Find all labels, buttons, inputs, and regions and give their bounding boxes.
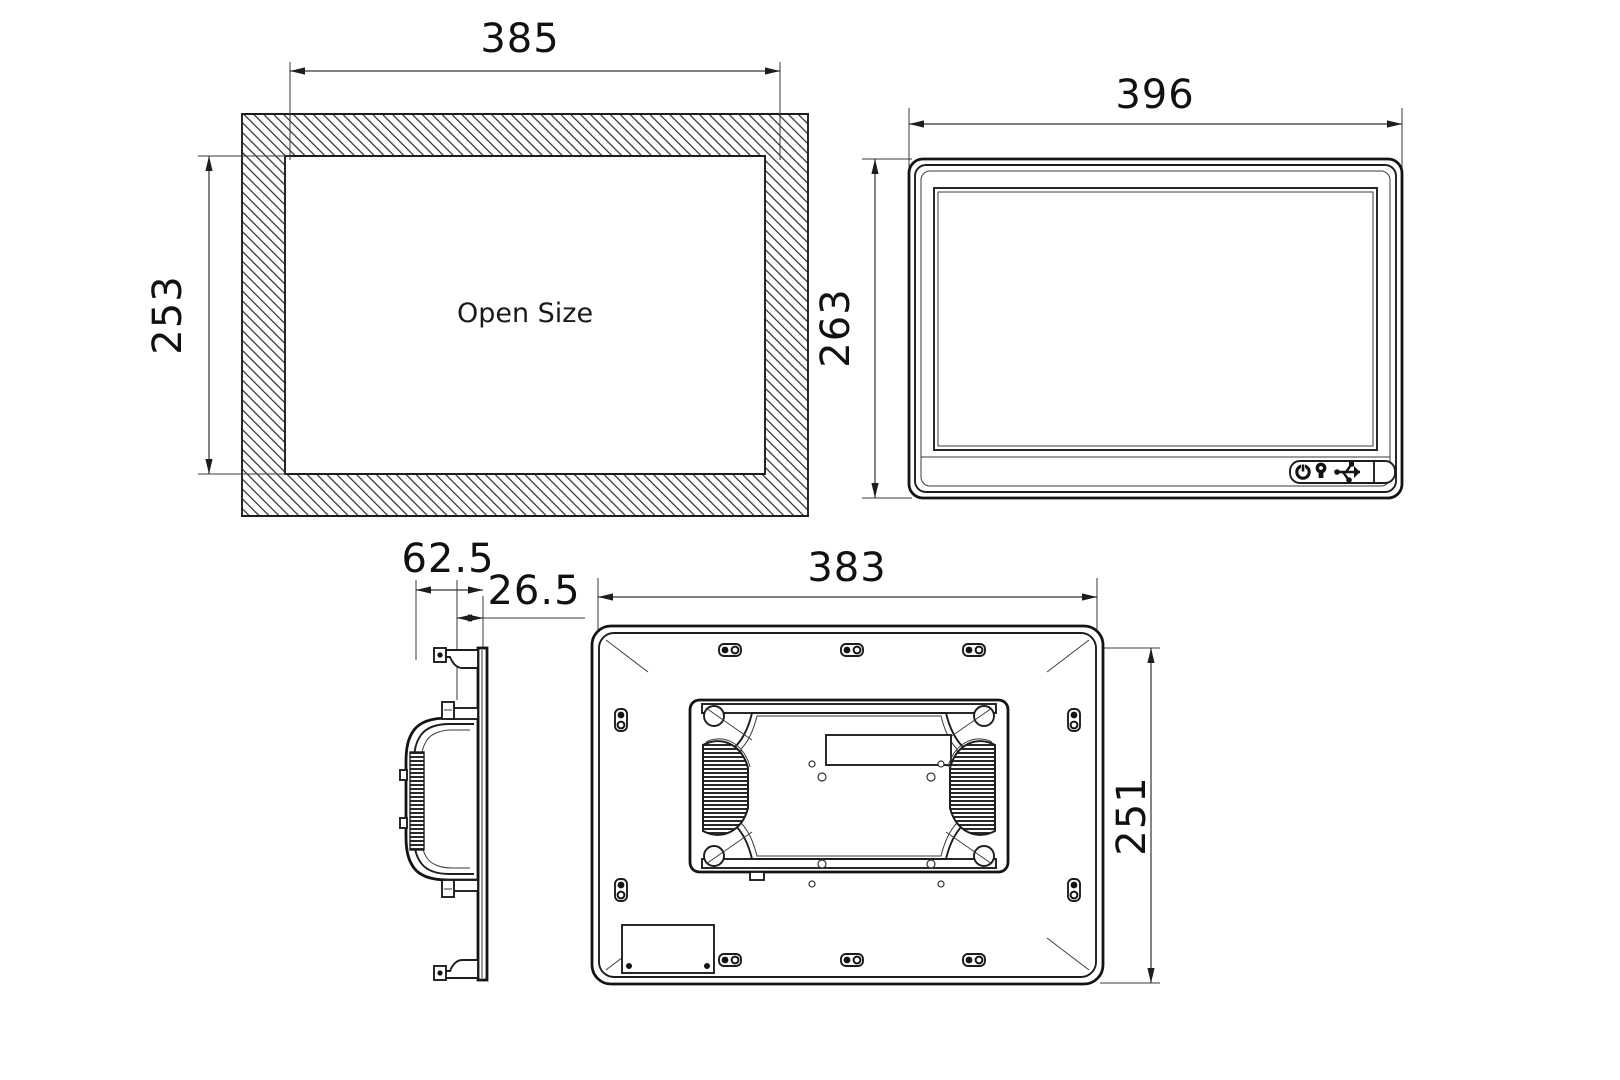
rear-view: 383 251 — [590, 545, 1160, 986]
rear-corner-chamfer-tr — [1046, 639, 1090, 673]
rear-mount-clip-top-2 — [840, 643, 864, 657]
rear-vesa-hole-small-br — [937, 880, 945, 888]
rear-chassis-bottom-tab — [749, 871, 765, 881]
side-bracket-top — [436, 649, 479, 669]
rear-boss-br — [973, 845, 995, 867]
side-view: 62.5 26.5 — [399, 536, 585, 982]
rear-mount-clip-top-3 — [962, 643, 986, 657]
rear-vesa-hole-tr — [926, 772, 936, 782]
rear-height-value: 251 — [1109, 776, 1155, 855]
front-height-value: 263 — [813, 288, 859, 367]
rear-vesa-hole-br — [926, 859, 936, 869]
side-depth-total-value: 62.5 — [401, 536, 494, 582]
rear-vesa-hole-bl — [817, 859, 827, 869]
panel-cutout-view: 385 253 Open Size — [145, 16, 809, 517]
front-display-area — [933, 187, 1378, 451]
cutout-height-value: 253 — [145, 275, 191, 354]
rear-corner-chamfer-br — [1046, 937, 1090, 971]
rear-rib-bl — [705, 831, 753, 865]
rear-corner-chamfer-tl — [605, 639, 649, 673]
front-display-inner-line — [937, 191, 1374, 447]
rear-access-panel-screw-right — [704, 963, 710, 969]
rear-boss-bl — [703, 845, 725, 867]
cutout-width-value: 385 — [480, 16, 559, 62]
rear-vent-right-edge — [947, 738, 993, 768]
side-vent-louvers — [409, 751, 425, 851]
rear-boss-tl — [703, 705, 725, 727]
open-size-label: Open Size — [457, 298, 593, 329]
rear-access-panel — [621, 924, 715, 974]
rear-mount-clip-left-bottom — [614, 878, 628, 902]
rear-chassis-bottom-rail — [701, 858, 997, 869]
rear-vent-left-edge — [705, 738, 751, 768]
rear-access-panel-screw-left — [626, 963, 632, 969]
front-bezel-chamfer — [920, 170, 1391, 487]
rear-mount-clip-left-top — [614, 708, 628, 732]
rear-rib-br — [945, 831, 993, 865]
rear-vesa-hole-small-tl — [808, 760, 816, 768]
front-bezel-inner-edge — [914, 164, 1397, 493]
front-view: 396 263 — [813, 72, 1404, 500]
side-bracket-bottom — [436, 959, 479, 979]
rear-mount-clip-bottom-3 — [962, 953, 986, 967]
front-width-value: 396 — [1115, 72, 1194, 118]
rear-rib-tr — [945, 707, 993, 741]
rear-chassis-top-rail — [701, 703, 997, 714]
side-bracket-bottom-screw — [437, 970, 443, 976]
rear-mount-clip-bottom-2 — [840, 953, 864, 967]
rear-mount-clip-bottom-1 — [718, 953, 742, 967]
rear-vesa-plate — [734, 712, 964, 860]
rear-boss-tr — [973, 705, 995, 727]
side-bracket-top-screw — [437, 652, 443, 658]
led-indicator-icon — [1315, 462, 1327, 478]
rear-label-plate — [825, 734, 952, 766]
rear-vent-left — [702, 740, 749, 836]
rear-width-value: 383 — [807, 545, 886, 591]
rear-mount-clip-top-1 — [718, 643, 742, 657]
rear-mount-clip-right-bottom — [1067, 878, 1081, 902]
rear-vent-right — [949, 740, 996, 836]
side-depth-front-value: 26.5 — [487, 568, 580, 614]
cutout-hatched-frame — [241, 113, 809, 517]
rear-vesa-hole-tl — [817, 772, 827, 782]
usb-icon — [1334, 461, 1360, 483]
rear-housing-inner-edge — [598, 632, 1097, 978]
rear-vesa-hole-small-tr — [937, 760, 945, 768]
side-rear-connector-2 — [399, 817, 408, 829]
power-icon — [1295, 463, 1311, 480]
rear-mount-clip-right-top — [1067, 708, 1081, 732]
rear-vesa-hole-small-bl — [808, 880, 816, 888]
side-rear-connector-1 — [399, 769, 408, 781]
rear-rib-tl — [705, 707, 753, 741]
